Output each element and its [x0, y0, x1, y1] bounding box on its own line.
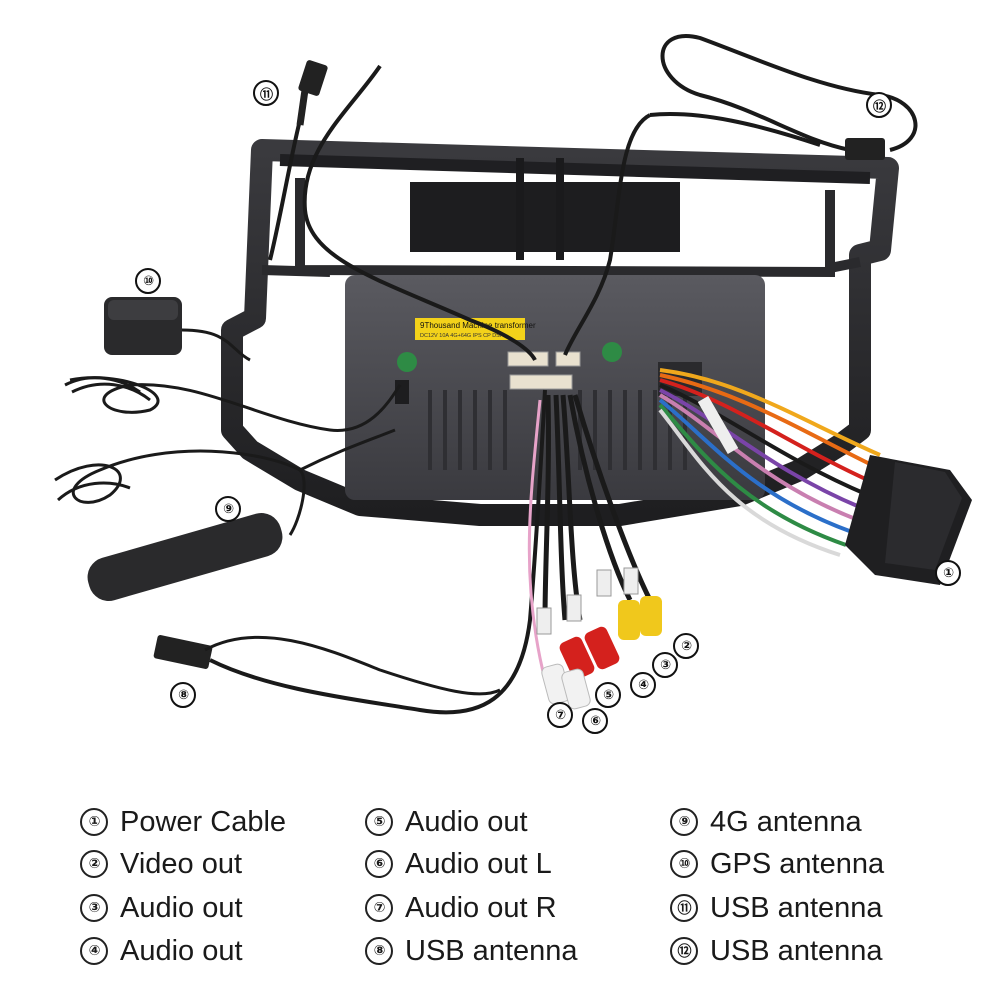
usb-plug-icon	[298, 60, 328, 96]
legend-item-8: ⑧ USB antenna	[365, 929, 578, 973]
4g-antenna-9	[54, 428, 396, 601]
callout-11: ⑪	[253, 80, 279, 106]
callout-5: ⑤	[595, 682, 621, 708]
legend-number: ⑩	[670, 850, 698, 878]
legend-label: Audio out L	[405, 847, 552, 880]
legend-number: ⑫	[670, 937, 698, 965]
legend-number: ④	[80, 937, 108, 965]
legend-label: Audio out	[120, 891, 243, 924]
sticker-line2: DC12V 10A 4G+64G IPS CP DSP	[420, 333, 504, 339]
legend-item-2: ② Video out	[80, 842, 242, 886]
legend-item-4: ④ Audio out	[80, 929, 243, 973]
legend-label: Video out	[120, 847, 243, 880]
connector-beige-2	[555, 351, 581, 367]
legend-item-11: ⑪ USB antenna	[670, 886, 883, 930]
rca-plug-icon	[541, 596, 662, 710]
power-harness	[658, 368, 972, 585]
usb-cable-11	[268, 60, 537, 362]
callout-8: ⑧	[170, 682, 196, 708]
usb-plug-icon	[153, 634, 213, 670]
legend-label: 4G antenna	[710, 805, 862, 838]
legend-item-6: ⑥ Audio out L	[365, 842, 552, 886]
antenna-port-green	[602, 342, 622, 362]
usb-cable-12	[563, 34, 918, 356]
usb-plug-icon	[845, 138, 885, 160]
gps-antenna-10	[64, 297, 402, 432]
callout-7: ⑦	[547, 702, 573, 728]
sticker-line1: 9Thousand Machine transformer	[420, 321, 536, 330]
legend-label: Power Cable	[120, 805, 287, 838]
legend-number: ⑪	[670, 894, 698, 922]
legend-number: ⑦	[365, 894, 393, 922]
legend-item-5: ⑤ Audio out	[365, 800, 528, 844]
legend-label: USB antenna	[405, 934, 578, 967]
legend-number: ⑤	[365, 808, 393, 836]
legend-number: ⑧	[365, 937, 393, 965]
wiring-harness-photo: 9Thousand Machine transformer DC12V 10A …	[54, 34, 972, 734]
legend-label: Audio out R	[405, 891, 557, 924]
4g-antenna-icon	[87, 513, 283, 601]
callout-1: ①	[935, 560, 961, 586]
legend-item-7: ⑦ Audio out R	[365, 886, 557, 930]
callout-3: ③	[652, 652, 678, 678]
legend-number: ③	[80, 894, 108, 922]
legend-number: ②	[80, 850, 108, 878]
legend-label: Audio out	[120, 934, 243, 967]
legend-label: USB antenna	[710, 934, 883, 967]
callout-2: ②	[673, 633, 699, 659]
harness-connector-icon	[845, 455, 972, 585]
legend-number: ⑥	[365, 850, 393, 878]
gps-port-green	[397, 352, 417, 372]
legend-item-10: ⑩ GPS antenna	[670, 842, 884, 886]
connector-beige-3	[509, 374, 573, 390]
legend-item-3: ③ Audio out	[80, 886, 243, 930]
rca-cables	[527, 394, 662, 710]
legend-label: Audio out	[405, 805, 528, 838]
callout-4: ④	[630, 672, 656, 698]
legend-item-1: ① Power Cable	[80, 800, 286, 844]
legend-label: GPS antenna	[710, 847, 885, 880]
unit-sticker	[415, 318, 525, 340]
callout-10: ⑩	[135, 268, 161, 294]
legend-number: ①	[80, 808, 108, 836]
legend-number: ⑨	[670, 808, 698, 836]
legend-item-12: ⑫ USB antenna	[670, 929, 883, 973]
callout-12: ⑫	[866, 92, 892, 118]
connector-beige-1	[507, 351, 549, 367]
head-unit-back: 9Thousand Machine transformer DC12V 10A …	[345, 275, 765, 500]
callout-6: ⑥	[582, 708, 608, 734]
parts-legend: ① Power Cable ② Video out ③ Audio out ④ …	[80, 800, 960, 980]
mounting-frame	[221, 139, 899, 526]
callout-9: ⑨	[215, 496, 241, 522]
legend-label: USB antenna	[710, 891, 883, 924]
usb-cable-8	[153, 389, 547, 715]
legend-item-9: ⑨ 4G antenna	[670, 800, 862, 844]
